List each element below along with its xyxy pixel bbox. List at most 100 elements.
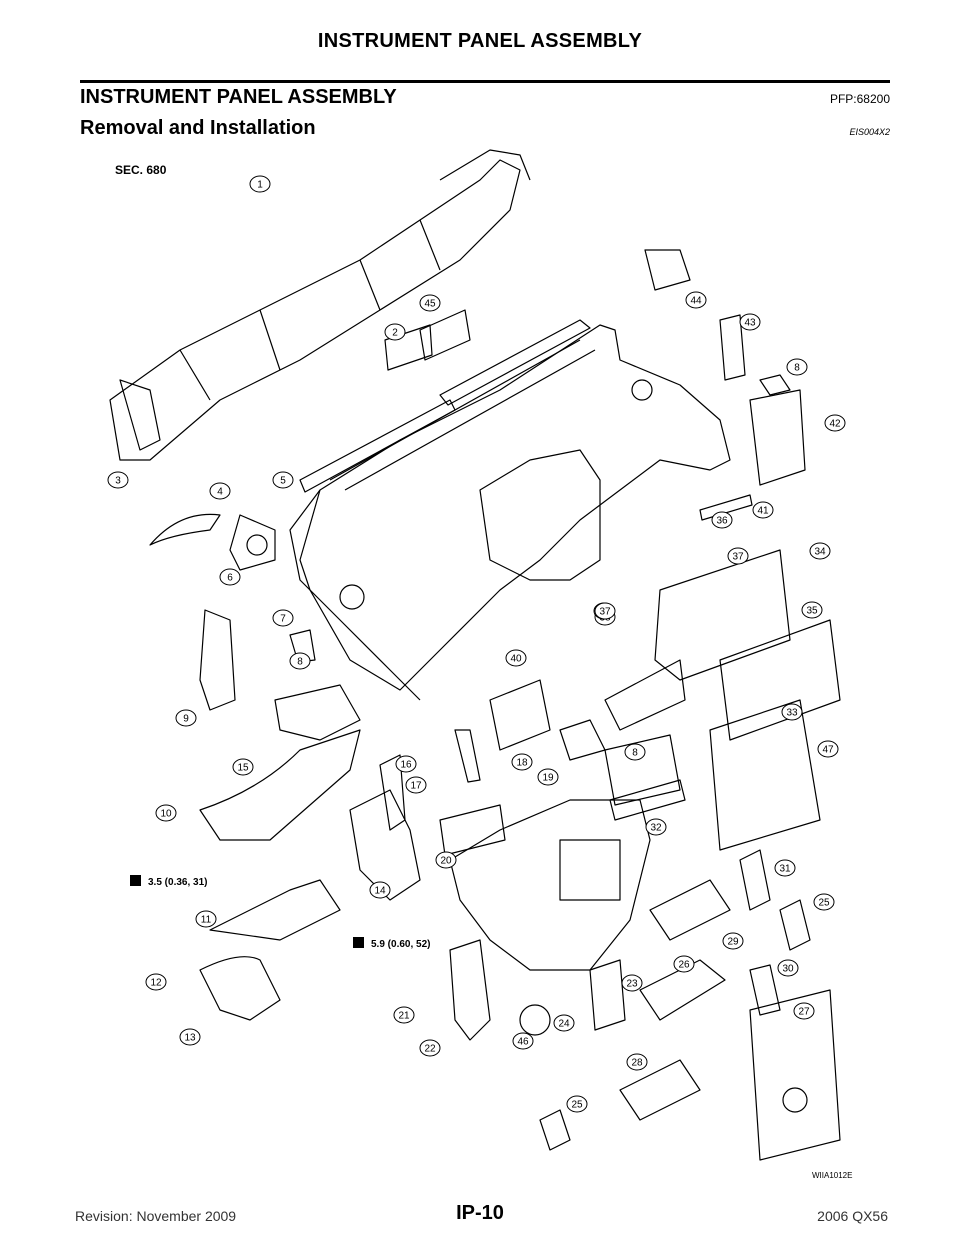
callout-number: 34	[814, 547, 826, 558]
callout-bubble	[179, 1028, 201, 1046]
callout-number: 26	[678, 960, 690, 971]
callout-number: 28	[631, 1058, 643, 1069]
callout-bubble	[512, 1032, 534, 1050]
callout-number: 35	[806, 606, 818, 617]
callout-number: 43	[744, 318, 756, 329]
callout-number: 8	[794, 363, 800, 374]
callout-number: 23	[626, 979, 638, 990]
page-number: IP-10	[456, 1202, 504, 1224]
callout-bubble	[289, 652, 311, 670]
torque-label-2: 5.9 (0.60, 52)	[371, 939, 430, 950]
callout-bubble	[752, 501, 774, 519]
callout-number: 9	[183, 714, 189, 725]
callout-bubble	[817, 740, 839, 758]
callout-number: 29	[727, 937, 739, 948]
callout-bubble	[727, 547, 749, 565]
callout-number: 2	[392, 328, 398, 339]
callout-bubble	[232, 758, 254, 776]
callout-number: 6	[227, 573, 233, 584]
revision-label: Revision: November 2009	[75, 1208, 237, 1224]
pfp-code: PFP:68200	[829, 92, 890, 106]
callout-bubble	[813, 893, 835, 911]
instrument-panel-part	[289, 324, 731, 701]
callout-bubble	[801, 601, 823, 619]
callout-bubble	[505, 649, 527, 667]
callout-number: 15	[237, 763, 249, 774]
callout-bubble	[435, 851, 457, 869]
callout-bubble	[626, 1053, 648, 1071]
callout-bubble	[809, 542, 831, 560]
callout-number: 22	[424, 1044, 436, 1055]
callout-number: 4	[217, 487, 223, 498]
sec-label: SEC. 680	[115, 163, 167, 177]
callout-bubble	[645, 818, 667, 836]
callout-bubble	[145, 973, 167, 991]
callout-number: 36	[716, 516, 728, 527]
callout-bubble	[219, 568, 241, 586]
defroster-grille-part	[299, 319, 591, 493]
callout-number: 41	[757, 506, 769, 517]
callout-number: 19	[542, 773, 554, 784]
callout-bubble	[209, 482, 231, 500]
callout-bubble	[405, 776, 427, 794]
callout-bubble	[369, 881, 391, 899]
callout-bubble	[155, 804, 177, 822]
subsection-title: Removal and Installation	[80, 117, 316, 139]
callout-bubble	[673, 955, 695, 973]
callout-number: 5	[280, 476, 286, 487]
callout-bubble	[824, 414, 846, 432]
torque-icon	[130, 875, 141, 886]
exploded-diagram: SEC. 680 3.5 (0.36, 31) 5.9 (0.60, 52) 1…	[107, 149, 852, 1180]
callout-number: 10	[160, 809, 172, 820]
callout-number: 37	[599, 607, 611, 618]
callout-number: 24	[558, 1019, 570, 1030]
callout-bubble	[624, 743, 646, 761]
callout-number: 30	[782, 964, 794, 975]
callout-number: 37	[732, 552, 744, 563]
callout-bubble	[722, 932, 744, 950]
callout-number: 42	[829, 419, 841, 430]
callout-number: 20	[440, 856, 452, 867]
callout-number: 21	[398, 1011, 410, 1022]
callout-bubble	[786, 358, 808, 376]
callout-number: 11	[201, 915, 212, 926]
callout-number: 44	[690, 296, 702, 307]
callout-number: 13	[184, 1033, 196, 1044]
callout-bubble	[774, 859, 796, 877]
callout-number: 3	[115, 476, 121, 487]
center-stack-parts	[439, 659, 686, 1041]
callout-number: 40	[510, 654, 522, 665]
callout-bubble	[711, 511, 733, 529]
callout-number: 8	[632, 748, 638, 759]
callout-number: 32	[650, 823, 662, 834]
torque-icon	[353, 937, 364, 948]
callout-number: 14	[374, 886, 386, 897]
figure-id: WIIA1012E	[812, 1171, 852, 1180]
callout-number: 18	[516, 758, 528, 769]
callout-bubble	[739, 313, 761, 331]
callout-number: 17	[410, 781, 422, 792]
callout-bubble	[384, 323, 406, 341]
callout-bubble	[107, 471, 129, 489]
callout-bubble	[272, 471, 294, 489]
torque-label-1: 3.5 (0.36, 31)	[148, 877, 207, 888]
callout-bubble	[594, 602, 616, 620]
callout-bubble	[175, 709, 197, 727]
callout-bubble	[395, 755, 417, 773]
callout-number: 33	[786, 708, 798, 719]
callout-number: 31	[779, 864, 791, 875]
header-rule	[80, 80, 890, 83]
callout-bubble	[272, 609, 294, 627]
callout-number: 1	[257, 180, 263, 191]
callout-bubble	[393, 1006, 415, 1024]
callout-bubble	[566, 1095, 588, 1113]
callout-bubble	[621, 974, 643, 992]
callout-bubble	[511, 753, 533, 771]
callout-number: 25	[571, 1100, 583, 1111]
callout-number: 46	[517, 1037, 529, 1048]
left-side-parts	[149, 513, 421, 1021]
callout-number: 47	[822, 745, 834, 756]
eis-code: EIS004X2	[849, 127, 890, 137]
section-title: INSTRUMENT PANEL ASSEMBLY	[80, 86, 397, 108]
callout-number: 45	[424, 299, 436, 310]
